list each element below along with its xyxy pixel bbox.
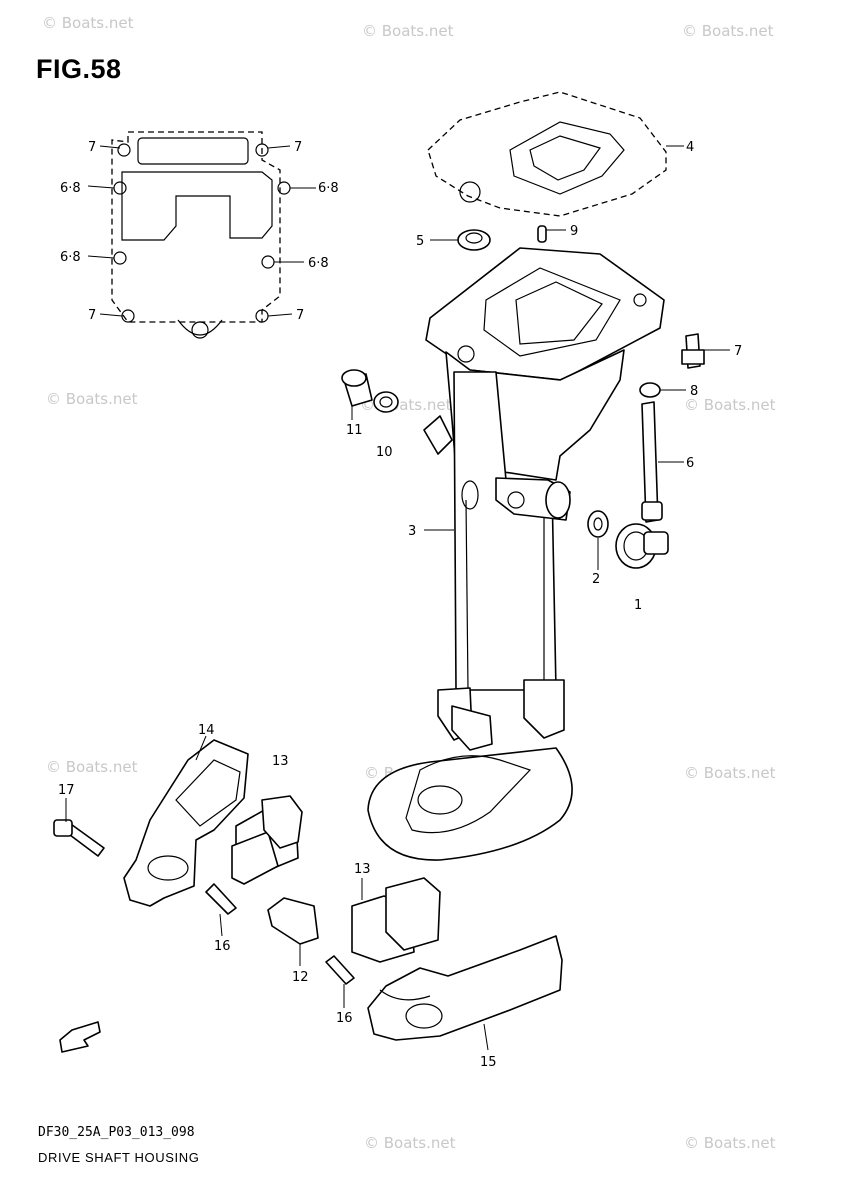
watermark: © Boats.net	[42, 14, 134, 32]
callout-3: 3	[408, 524, 416, 539]
callout-7: 7	[296, 308, 304, 323]
top-gasket-4	[427, 91, 667, 217]
pin-16-right	[325, 955, 355, 985]
watermark: © Boats.net	[46, 390, 138, 408]
figure-title: FIG.58	[36, 54, 122, 84]
callout-12: 12	[292, 970, 309, 985]
callout-6-8: 6·8	[318, 181, 339, 196]
gasket-detail	[111, 131, 291, 339]
callout-1: 1	[634, 598, 642, 613]
gasket-10	[373, 391, 399, 413]
callout-6-8: 6·8	[60, 181, 81, 196]
watermark: © Boats.net	[364, 1134, 456, 1152]
watermark: © Boats.net	[684, 764, 776, 782]
callout-6: 6	[686, 456, 694, 471]
fwd-arrow-icon	[59, 1021, 101, 1053]
callout-9: 9	[570, 224, 578, 239]
callout-7: 7	[734, 344, 742, 359]
pad-12	[267, 897, 319, 945]
diagram-code: DF30_25A_P03_013_098	[38, 1125, 195, 1140]
plug-1	[615, 523, 669, 569]
washer-8	[639, 382, 661, 398]
callout-labels: 7 7 6·8 6·8 6·8 6·8 7 7 4 5 9 7 8 6 11 1…	[58, 140, 742, 1070]
drive-shaft-housing-3	[367, 247, 665, 861]
callout-7: 7	[88, 308, 96, 323]
callout-7: 7	[88, 140, 96, 155]
bolt-7	[681, 333, 705, 369]
watermark: © Boats.net	[684, 1134, 776, 1152]
watermark: © Boats.net	[682, 22, 774, 40]
callout-2: 2	[592, 572, 600, 587]
pin-16-left	[205, 883, 237, 915]
long-bolt-6	[641, 401, 663, 523]
oil-seal-5	[457, 229, 491, 251]
callout-8: 8	[690, 384, 698, 399]
callout-13: 13	[354, 862, 371, 877]
callout-6-8: 6·8	[60, 250, 81, 265]
watermark: © Boats.net	[684, 396, 776, 414]
callout-16: 16	[214, 939, 231, 954]
watermark: © Boats.net	[46, 758, 138, 776]
callout-4: 4	[686, 140, 694, 155]
callout-17: 17	[58, 783, 75, 798]
gasket-2	[587, 510, 609, 538]
dowel-pin-9	[537, 225, 547, 243]
callout-13: 13	[272, 754, 289, 769]
diagram-caption: DRIVE SHAFT HOUSING	[38, 1150, 200, 1165]
mount-rubber-13-lower	[351, 877, 441, 963]
callout-15: 15	[480, 1055, 497, 1070]
callout-6-8: 6·8	[308, 256, 329, 271]
callout-11: 11	[346, 423, 363, 438]
leader-lines	[65, 145, 730, 1051]
callout-7: 7	[294, 140, 302, 155]
callout-16: 16	[336, 1011, 353, 1026]
callout-10: 10	[376, 445, 393, 460]
callout-5: 5	[416, 234, 424, 249]
lower-bracket-15	[367, 935, 563, 1041]
watermark: © Boats.net	[362, 22, 454, 40]
bolt-17	[53, 819, 105, 857]
mount-rubber-13-upper	[231, 795, 303, 885]
callout-14: 14	[198, 723, 215, 738]
drain-plug-11	[341, 369, 373, 407]
bracket-14	[123, 739, 249, 907]
